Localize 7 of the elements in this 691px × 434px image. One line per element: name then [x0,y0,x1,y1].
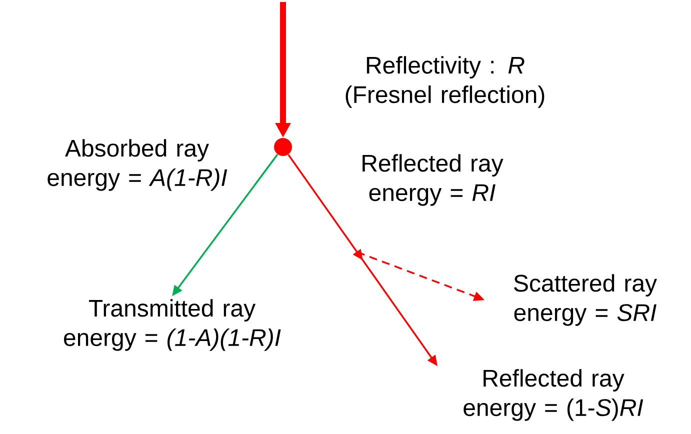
ray-label: Scattered ray energy = SRI [514,274,657,326]
annotation-text: Reflected ray energy = RI [362,154,504,206]
incidence-point [274,138,292,156]
ray-label: Transmitted ray energy = (1-A)(1-R)I [64,299,281,351]
annotation-text: Reflectivity : R (Fresnel reflection) [346,56,544,108]
annotation-text: Absorbed ray energy = A(1-R)I [48,139,228,191]
ray-label: Reflected ray energy = (1-S)RI [464,369,644,421]
